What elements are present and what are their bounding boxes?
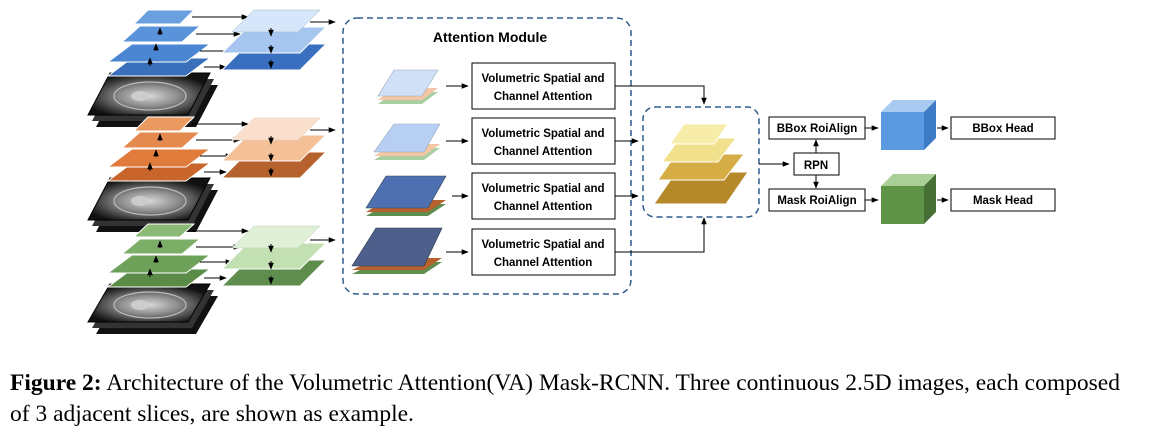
rpn-box: RPN [793,152,840,176]
output-feature-stack [220,9,328,71]
attention-block-label-line2: Channel Attention [494,146,593,158]
attention-block-label-line1: Volumetric Spatial and [481,73,604,85]
attention-block-3: Volumetric Spatial and Channel Attention [471,172,616,220]
mask-head-label: Mask Head [973,195,1033,207]
feature-pyramid-stack [106,9,212,77]
merged-feature-stack [653,123,749,205]
attention-block-2: Volumetric Spatial and Channel Attention [471,117,616,165]
attention-block-4: Volumetric Spatial and Channel Attention [471,228,616,276]
attention-block-label-line2: Channel Attention [494,201,593,213]
bbox-head-label: BBox Head [972,123,1033,135]
fused-stack-2 [373,123,441,160]
attention-block-label-line1: Volumetric Spatial and [481,128,604,140]
fused-stack-1 [377,69,439,104]
bbox-head-box: BBox Head [950,116,1056,140]
mask-feature-cube [881,174,936,224]
output-feature-stack [220,225,328,287]
attention-block-label-line2: Channel Attention [494,257,593,269]
mask-roialign-box: Mask RoiAlign [768,188,866,212]
input-group-blue [87,9,336,127]
attention-block-1: Volumetric Spatial and Channel Attention [471,62,616,110]
bbox-roialign-box: BBox RoiAlign [768,116,866,140]
attention-block-label-line2: Channel Attention [494,91,593,103]
feature-pyramid-stack [106,116,212,182]
caption-label: Figure 2: [10,370,102,396]
attention-block-label-line1: Volumetric Spatial and [481,239,604,251]
fused-stack-4 [351,227,443,274]
ct-slice-stack [87,177,218,232]
bbox-feature-cube [881,100,936,150]
bbox-roialign-label: BBox RoiAlign [777,123,858,135]
mask-head-box: Mask Head [950,188,1056,212]
caption-text: Architecture of the Volumetric Attention… [10,370,1120,427]
feature-pyramid-stack [106,223,212,288]
input-group-green [87,223,336,334]
attention-block-label-line1: Volumetric Spatial and [481,183,604,195]
input-group-orange [87,116,336,232]
fused-stack-3 [365,175,447,216]
merged-features-box [642,106,760,218]
output-feature-stack [220,117,328,179]
rpn-label: RPN [804,160,828,172]
figure-caption: Figure 2: Architecture of the Volumetric… [10,368,1145,430]
attention-module-box [342,17,632,295]
mask-roialign-label: Mask RoiAlign [777,195,856,207]
ct-slice-stack [87,283,218,334]
attention-module-title: Attention Module [433,29,548,45]
